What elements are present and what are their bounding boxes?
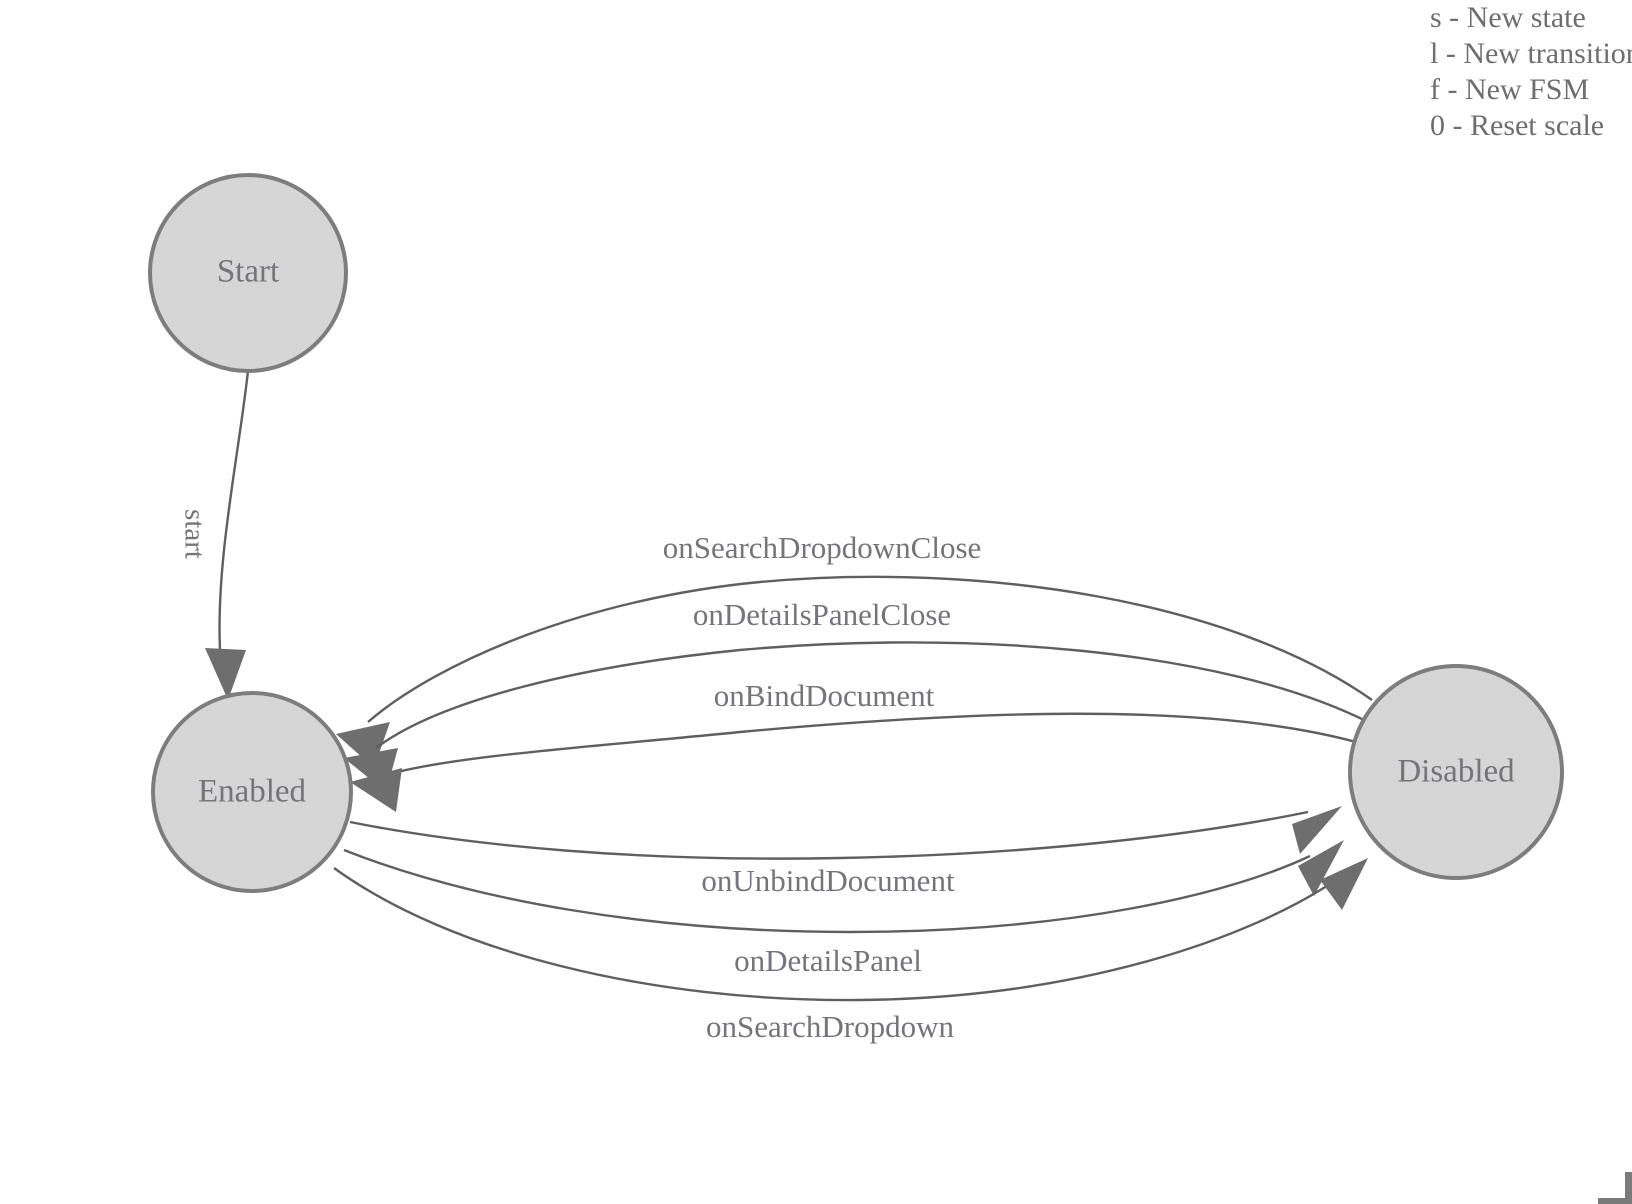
transition-label-on-unbind-document: onUnbindDocument <box>701 863 955 898</box>
arrowhead-icon <box>205 648 246 700</box>
state-label: Disabled <box>1397 754 1515 790</box>
state-label: Start <box>217 254 279 290</box>
vertical-scrollbar[interactable] <box>1625 1172 1632 1204</box>
transition-path <box>375 641 1369 749</box>
transition-on-unbind-document[interactable] <box>349 806 1342 860</box>
transition-label-start: start <box>178 509 210 559</box>
arrowhead-icon <box>1292 806 1342 854</box>
horizontal-scrollbar[interactable] <box>1598 1198 1626 1204</box>
transition-label-on-details-panel: onDetailsPanel <box>734 943 922 978</box>
transition-path <box>381 712 1357 778</box>
state-node-disabled[interactable]: Disabled <box>1348 664 1564 880</box>
transition-on-search-dropdown[interactable] <box>333 858 1368 1002</box>
state-circle <box>151 691 353 893</box>
arrowhead-icon <box>1320 858 1368 910</box>
transition-path <box>343 848 1311 934</box>
transition-path <box>333 867 1337 1002</box>
state-label: Enabled <box>198 774 307 810</box>
transition-label-on-search-dropdown: onSearchDropdown <box>706 1009 954 1044</box>
transition-on-details-panel-close[interactable] <box>344 641 1369 792</box>
state-node-start[interactable]: Start <box>148 173 348 373</box>
transition-path <box>349 810 1309 860</box>
state-circle <box>148 173 348 373</box>
transition-path <box>367 575 1373 723</box>
transition-on-details-panel[interactable] <box>343 840 1344 934</box>
transition-path <box>218 370 250 651</box>
state-node-enabled[interactable]: Enabled <box>151 691 353 893</box>
transition-start[interactable] <box>205 370 250 700</box>
state-circle <box>1348 664 1564 880</box>
transition-on-bind-document[interactable] <box>350 712 1357 812</box>
arrowhead-icon <box>1298 840 1344 896</box>
transition-label-on-details-panel-close: onDetailsPanelClose <box>693 597 951 632</box>
arrowhead-icon <box>350 768 402 812</box>
transition-label-on-bind-document: onBindDocument <box>714 678 935 713</box>
transition-label-on-search-dropdown-close: onSearchDropdownClose <box>663 530 982 565</box>
